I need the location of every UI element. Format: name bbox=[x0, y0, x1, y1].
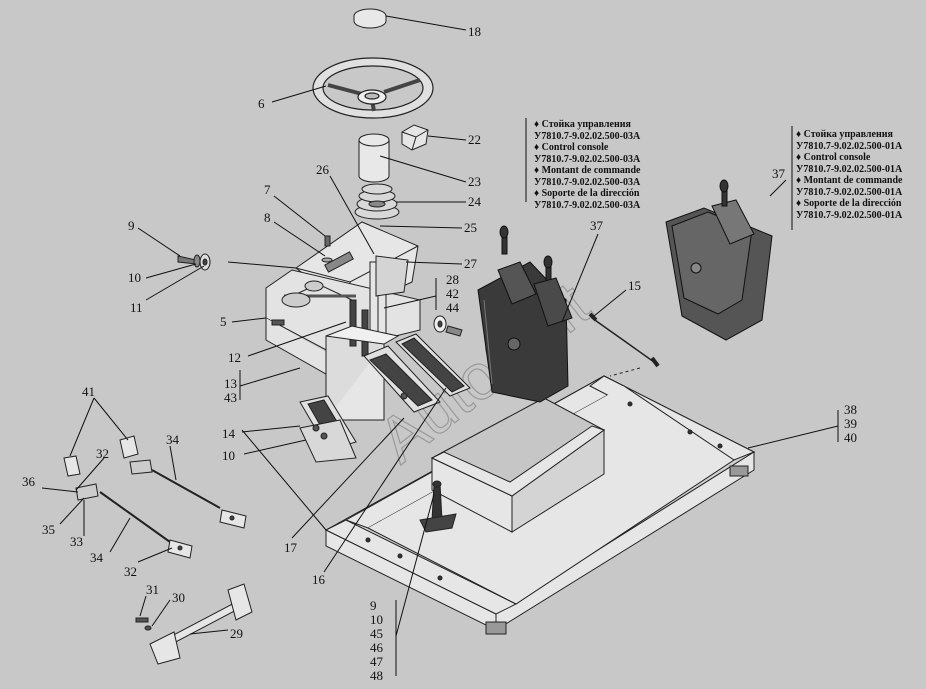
note-b-line-4: У7810.7-9.02.02.500-01А bbox=[796, 164, 903, 175]
callout-10-c: 10 bbox=[370, 612, 383, 627]
part-washer-bolt bbox=[433, 315, 463, 337]
callout-10-b: 10 bbox=[222, 448, 235, 463]
note-a-line-6: У7810.7-9.02.02.500-03А bbox=[534, 177, 641, 188]
note-b-line-5: ♦ Montant de commande bbox=[796, 175, 903, 186]
part-cap-18 bbox=[353, 8, 387, 29]
note-b-line-8: У7810.7-9.02.02.500-01А bbox=[796, 210, 903, 221]
part-hydraulic-unit-12 bbox=[325, 261, 400, 421]
callout-29: 29 bbox=[230, 626, 243, 641]
callout-45: 45 bbox=[370, 626, 383, 641]
note-b-line-2: У7810.7-9.02.02.500-01А bbox=[796, 141, 903, 152]
callout-34-a: 34 bbox=[166, 432, 180, 447]
part-bellows-24 bbox=[354, 183, 400, 220]
part-bracket-27 bbox=[375, 255, 409, 297]
callout-13: 13 bbox=[224, 376, 237, 391]
note-a-line-3: ♦ Control console bbox=[534, 142, 609, 153]
callout-36: 36 bbox=[22, 474, 36, 489]
callout-38: 38 bbox=[844, 402, 857, 417]
note-a-line-1: ♦ Стойка управления bbox=[534, 119, 632, 130]
callout-42: 42 bbox=[446, 286, 459, 301]
part-control-console-37a bbox=[477, 225, 573, 403]
callout-37-a: 37 bbox=[590, 218, 604, 233]
part-levers-left bbox=[63, 435, 247, 559]
part-linkage-29 bbox=[135, 583, 253, 665]
callout-34-b: 34 bbox=[90, 550, 104, 565]
note-a-line-5: ♦ Montant de commande bbox=[534, 165, 641, 176]
callout-25: 25 bbox=[464, 220, 477, 235]
callout-41: 41 bbox=[82, 384, 95, 399]
callout-47: 47 bbox=[370, 654, 384, 669]
part-cable-15 bbox=[588, 312, 660, 377]
note-b-line-6: У7810.7-9.02.02.500-01А bbox=[796, 187, 903, 198]
callout-43: 43 bbox=[224, 390, 237, 405]
callout-9: 9 bbox=[128, 218, 135, 233]
callout-48: 48 bbox=[370, 668, 383, 683]
callout-33: 33 bbox=[70, 534, 83, 549]
callout-44: 44 bbox=[446, 300, 460, 315]
callout-5: 5 bbox=[220, 314, 227, 329]
note-b-line-3: ♦ Control console bbox=[796, 152, 871, 163]
callout-12: 12 bbox=[228, 350, 241, 365]
callout-24: 24 bbox=[468, 194, 482, 209]
part-cover-22 bbox=[401, 124, 429, 151]
part-box bbox=[430, 397, 606, 533]
callout-26: 26 bbox=[316, 162, 330, 177]
callout-6: 6 bbox=[258, 96, 265, 111]
note-a-line-7: ♦ Soporte de la dirección bbox=[534, 188, 640, 199]
callout-10: 10 bbox=[128, 270, 141, 285]
callout-22: 22 bbox=[468, 132, 481, 147]
note-b-line-7: ♦ Soporte de la dirección bbox=[796, 198, 902, 209]
callout-14: 14 bbox=[222, 426, 236, 441]
callout-35: 35 bbox=[42, 522, 55, 537]
callout-15: 15 bbox=[628, 278, 641, 293]
callout-46: 46 bbox=[370, 640, 384, 655]
note-console-01a: ♦ Стойка управления У7810.7-9.02.02.500-… bbox=[796, 129, 903, 221]
callout-11: 11 bbox=[130, 300, 143, 315]
callout-18: 18 bbox=[468, 24, 481, 39]
note-a-line-8: У7810.7-9.02.02.500-03А bbox=[534, 200, 641, 211]
callout-28: 28 bbox=[446, 272, 459, 287]
leader-lines bbox=[41, 15, 839, 676]
callout-32-b: 32 bbox=[124, 564, 137, 579]
callout-39: 39 bbox=[844, 416, 857, 431]
callout-16: 16 bbox=[312, 572, 326, 587]
callout-32-a: 32 bbox=[96, 446, 109, 461]
callout-23: 23 bbox=[468, 174, 481, 189]
callout-9-b: 9 bbox=[370, 598, 377, 613]
callout-40: 40 bbox=[844, 430, 857, 445]
callout-27: 27 bbox=[464, 256, 478, 271]
note-a-line-2: У7810.7-9.02.02.500-03А bbox=[534, 131, 641, 142]
part-pedals bbox=[299, 333, 471, 463]
callout-17: 17 bbox=[284, 540, 298, 555]
callout-7: 7 bbox=[264, 182, 271, 197]
part-screws-7-8 bbox=[321, 235, 333, 263]
note-console-03a: ♦ Стойка управления У7810.7-9.02.02.500-… bbox=[534, 119, 641, 211]
callout-numbers: 18 6 22 23 24 25 26 27 7 8 9 10 11 28 42… bbox=[22, 24, 857, 683]
callout-30: 30 bbox=[172, 590, 185, 605]
callout-31: 31 bbox=[146, 582, 159, 597]
callout-37-b: 37 bbox=[772, 166, 786, 181]
part-steering-wheel-6 bbox=[312, 57, 434, 119]
callout-8: 8 bbox=[264, 210, 271, 225]
note-b-line-1: ♦ Стойка управления bbox=[796, 129, 894, 140]
note-a-line-4: У7810.7-9.02.02.500-03А bbox=[534, 154, 641, 165]
part-cylinder-23 bbox=[358, 133, 390, 183]
part-lever-base bbox=[419, 480, 457, 533]
part-control-console-37b bbox=[665, 179, 773, 341]
